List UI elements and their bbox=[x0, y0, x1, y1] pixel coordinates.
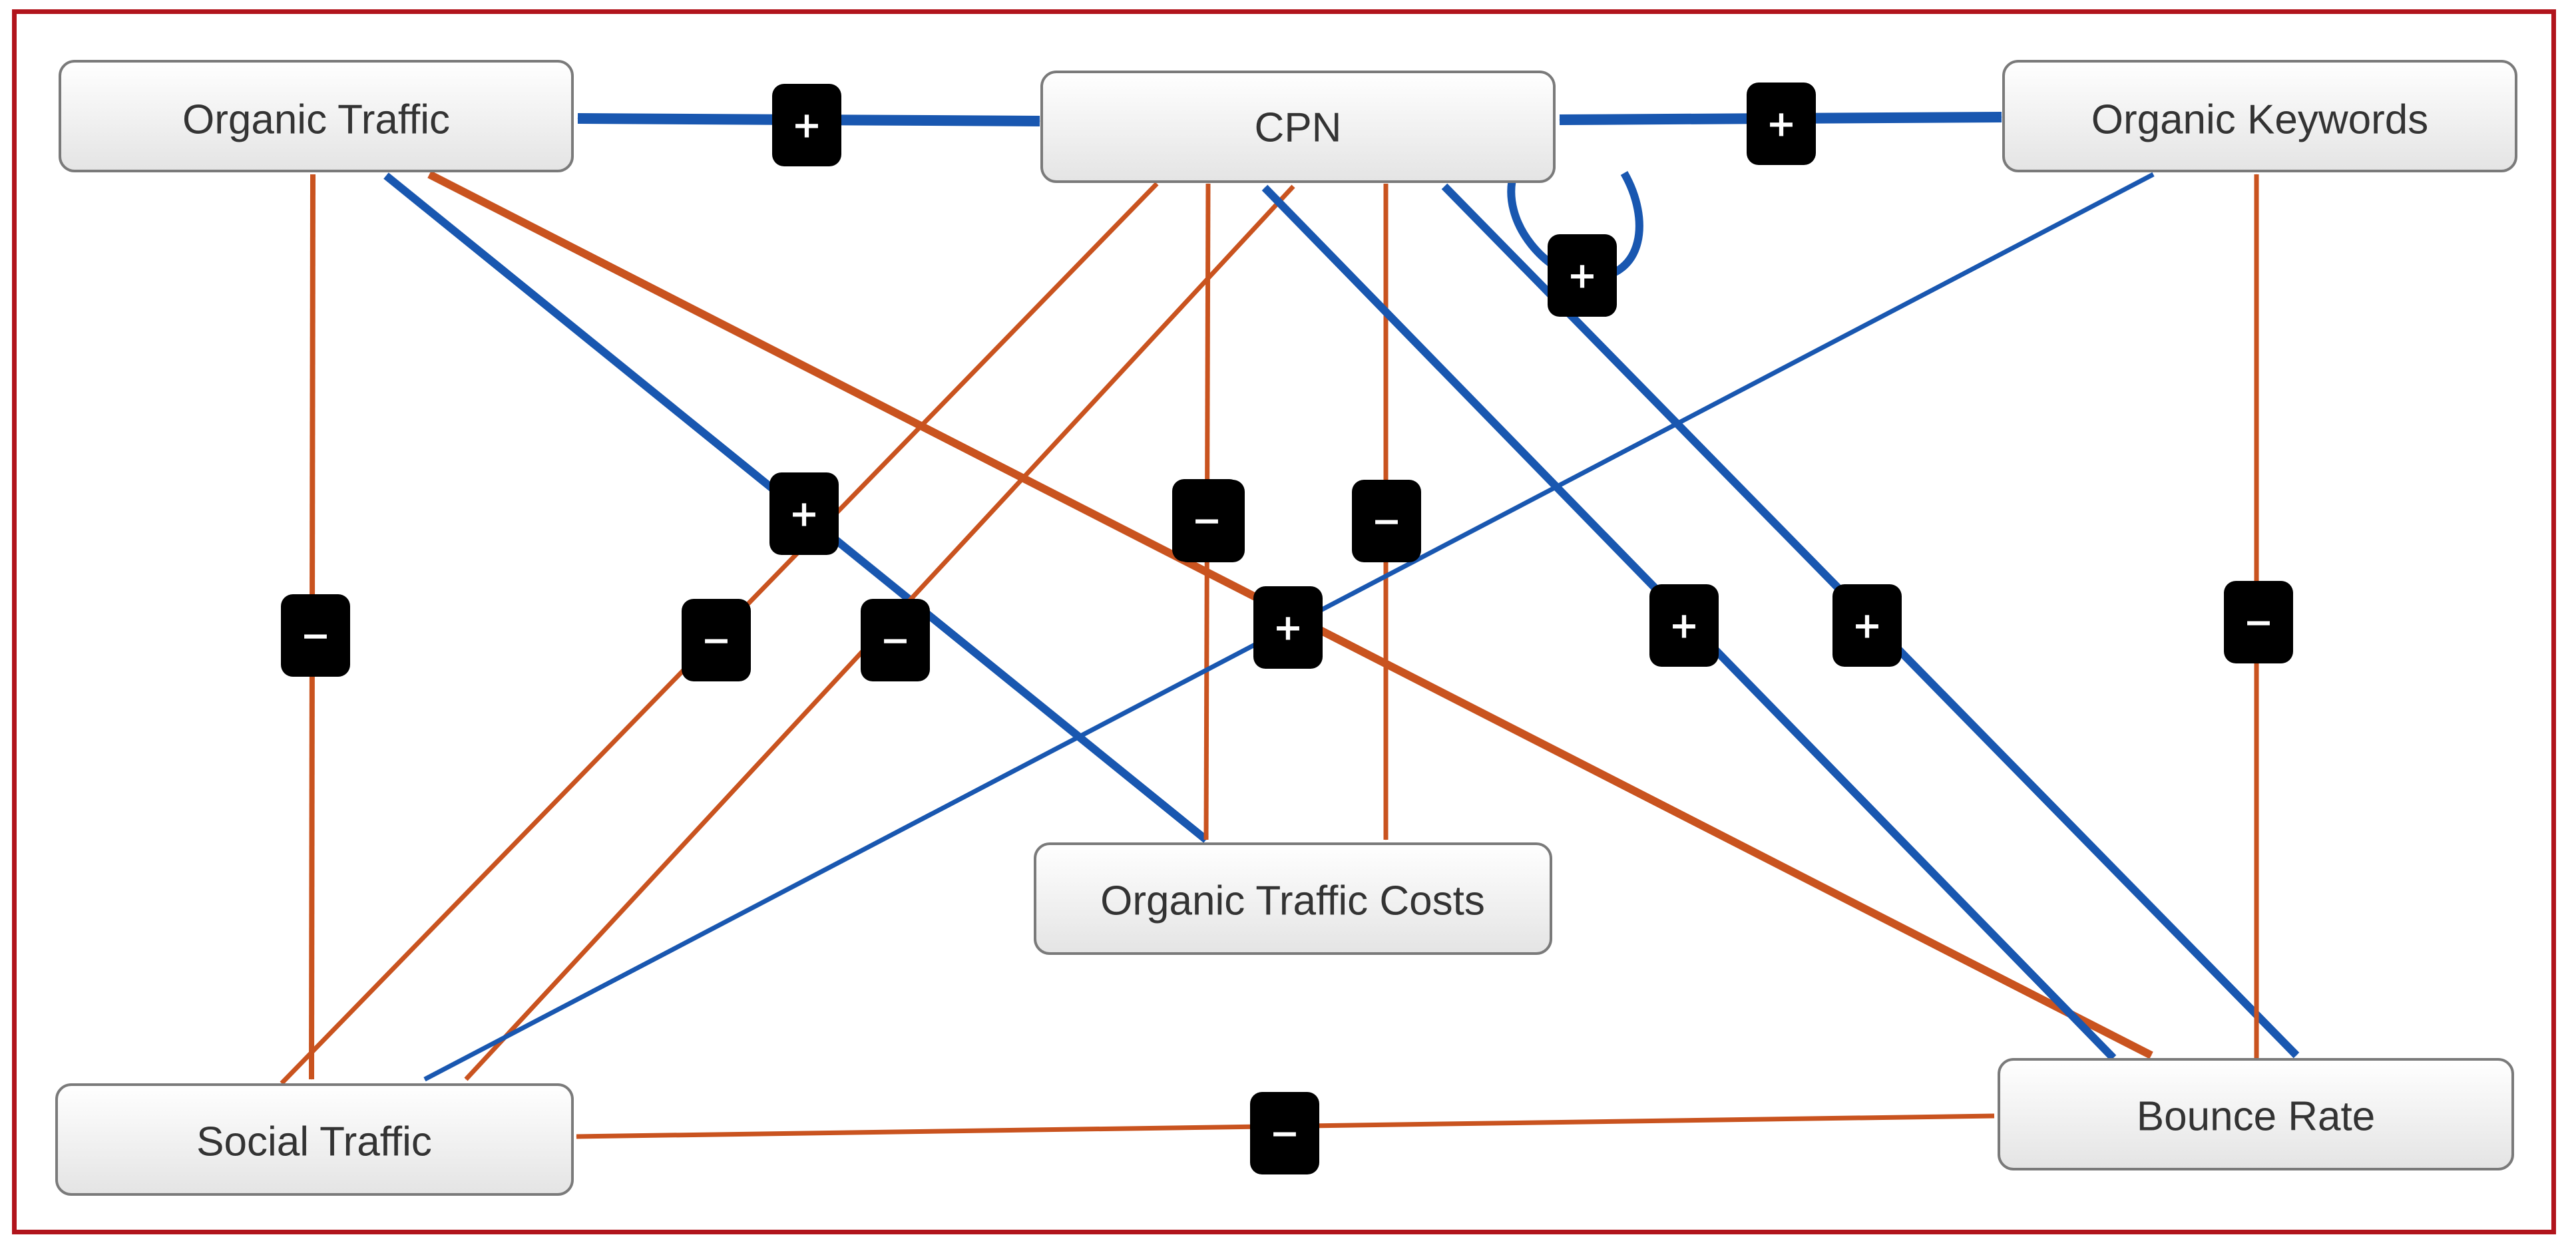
node-social-traffic-label: Social Traffic bbox=[196, 1119, 432, 1164]
node-organic-keywords[interactable]: Organic Keywords bbox=[2002, 60, 2517, 172]
polarity-badge: + bbox=[772, 84, 841, 166]
polarity-badge-bg bbox=[1250, 1092, 1319, 1174]
polarity-badge-bg bbox=[861, 599, 930, 681]
polarity-badge-bg bbox=[772, 84, 841, 166]
polarity-badge: + bbox=[769, 472, 839, 555]
polarity-badge: − bbox=[861, 599, 930, 681]
node-organic-traffic-label: Organic Traffic bbox=[182, 96, 450, 142]
node-organic-traffic-costs[interactable]: Organic Traffic Costs bbox=[1034, 842, 1552, 955]
polarity-badge-bg bbox=[1832, 584, 1902, 667]
polarity-badge-bg bbox=[769, 472, 839, 555]
polarity-badge-label: − bbox=[1269, 1113, 1299, 1155]
polarity-badge: + bbox=[1253, 586, 1323, 669]
polarity-badge: − bbox=[1172, 479, 1241, 562]
polarity-badge-label: + bbox=[789, 493, 819, 535]
polarity-badge-bg bbox=[1649, 584, 1719, 667]
polarity-badge: − bbox=[2224, 581, 2293, 663]
polarity-badge-bg bbox=[1352, 480, 1421, 562]
polarity-badge-label: − bbox=[1371, 500, 1401, 542]
node-cpn[interactable]: CPN bbox=[1040, 71, 1556, 183]
polarity-badge-bg bbox=[2224, 581, 2293, 663]
polarity-badge-label: − bbox=[300, 615, 330, 657]
polarity-badge-bg bbox=[1548, 234, 1617, 317]
nodes-layer: Organic Traffic CPN Organic Keywords Org… bbox=[55, 60, 2517, 1196]
diagram-frame bbox=[12, 9, 2556, 1234]
polarity-badge-label: + bbox=[791, 104, 821, 146]
polarity-badge-label: − bbox=[701, 620, 731, 661]
node-organic-traffic-costs-label: Organic Traffic Costs bbox=[1100, 878, 1485, 924]
polarity-badge: + bbox=[1649, 584, 1719, 667]
polarity-badges-layer: +++−+−−−−−+++−− bbox=[281, 83, 2293, 1174]
node-bounce-rate[interactable]: Bounce Rate bbox=[1998, 1058, 2514, 1170]
polarity-badge-bg bbox=[682, 599, 751, 681]
node-social-traffic[interactable]: Social Traffic bbox=[55, 1083, 574, 1196]
polarity-badge-bg bbox=[281, 594, 350, 677]
node-organic-traffic[interactable]: Organic Traffic bbox=[59, 60, 574, 172]
polarity-badge-bg bbox=[1747, 83, 1816, 165]
polarity-badge-label: − bbox=[2243, 602, 2273, 643]
polarity-badge: − bbox=[682, 599, 751, 681]
polarity-badge-label: + bbox=[1273, 607, 1303, 649]
polarity-badge: + bbox=[1548, 234, 1617, 317]
polarity-badge-label: − bbox=[1191, 500, 1221, 542]
polarity-badge: + bbox=[1832, 584, 1902, 667]
polarity-badge-label: + bbox=[1669, 605, 1699, 647]
polarity-badge-bg bbox=[1253, 586, 1323, 669]
polarity-badge: − bbox=[1250, 1092, 1319, 1174]
polarity-badge-bg bbox=[1172, 479, 1241, 562]
polarity-badge-label: + bbox=[1766, 103, 1796, 145]
polarity-badge-label: − bbox=[880, 620, 910, 661]
polarity-badge: − bbox=[1352, 480, 1421, 562]
node-bounce-rate-label: Bounce Rate bbox=[2137, 1093, 2375, 1139]
polarity-badge: + bbox=[1747, 83, 1816, 165]
polarity-badge-label: + bbox=[1567, 255, 1597, 297]
node-cpn-label: CPN bbox=[1255, 104, 1342, 150]
polarity-badge-label: + bbox=[1852, 605, 1882, 647]
node-organic-keywords-label: Organic Keywords bbox=[2091, 96, 2429, 142]
polarity-badge: − bbox=[281, 594, 350, 677]
